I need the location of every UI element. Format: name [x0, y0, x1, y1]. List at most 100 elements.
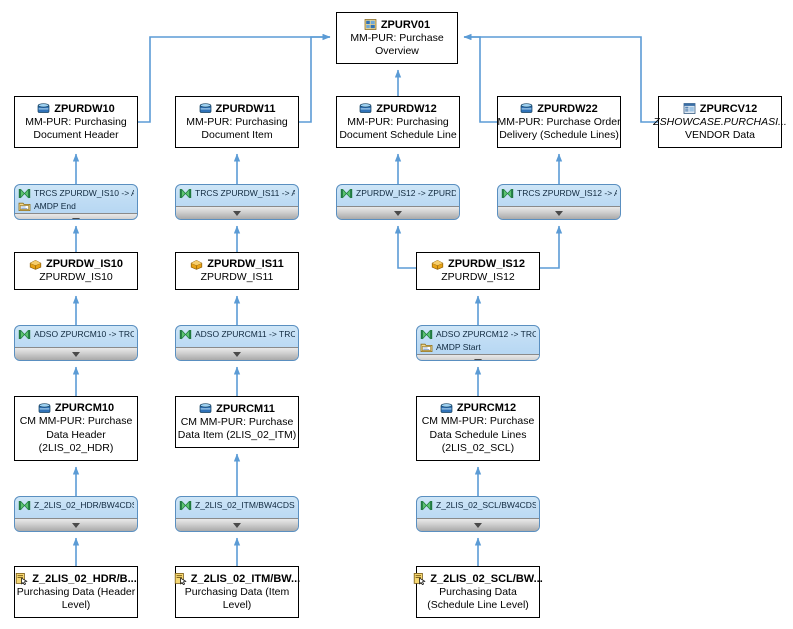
node-ds_scl[interactable]: Z_2LIS_02_SCL/BW...Purchasing Data(Sched…: [414, 566, 543, 618]
transformation-tr_is10_adso[interactable]: TRCS ZPURDW_IS10 -> ADSO... AMDP End: [14, 184, 138, 220]
transformation-expand-bar[interactable]: [15, 347, 137, 360]
node-description-line: Purchasing Data (Item: [184, 585, 290, 598]
transformation-tr_ds_scl[interactable]: Z_2LIS_02_SCL/BW4CDS -> Z...: [416, 496, 540, 532]
node-description-line: MM-PUR: Purchasing: [347, 115, 449, 128]
chevron-down-icon[interactable]: [555, 210, 563, 216]
node-description-line: MM-PUR: Purchase: [350, 31, 444, 44]
transformation-line: ZPURDW_IS12 -> ZPURDW12: [340, 187, 456, 200]
chevron-down-icon[interactable]: [72, 351, 80, 357]
node-title: ZPURCM10: [38, 401, 114, 415]
transformation-tr_cm12_trcs[interactable]: ADSO ZPURCM12 -> TRCS ZP...AMDP Start: [416, 325, 540, 361]
transformation-lines: Z_2LIS_02_HDR/BW4CDS -> Z...: [15, 497, 137, 518]
node-title: ZPURDW_IS11: [190, 257, 284, 271]
node-ds_itm[interactable]: Z_2LIS_02_ITM/BW...Purchasing Data (Item…: [174, 566, 301, 618]
transformation-tr_cm10_trcs[interactable]: ADSO ZPURCM10 -> TRCS ZP...: [14, 325, 138, 361]
transformation-tr_ds_itm[interactable]: Z_2LIS_02_ITM/BW4CDS -> Z...: [175, 496, 299, 532]
node-title-label: ZPURDW11: [215, 102, 276, 115]
node-title: ZPURDW12: [359, 102, 437, 116]
node-description-line: MM-PUR: Purchasing: [186, 115, 288, 128]
transformation-icon: [501, 187, 514, 200]
transformation-icon: [179, 187, 192, 200]
transformation-expand-bar[interactable]: [176, 206, 298, 219]
transformation-expand-bar[interactable]: [498, 206, 620, 219]
adso-icon: [38, 402, 51, 415]
chevron-down-icon[interactable]: [233, 522, 241, 528]
chevron-down-icon[interactable]: [394, 210, 402, 216]
chevron-down-icon[interactable]: [72, 217, 80, 219]
transformation-icon: [420, 499, 433, 512]
transformation-line-label: AMDP Start: [436, 342, 481, 352]
transformation-line-label: TRCS ZPURDW_IS10 -> ADSO...: [34, 188, 134, 198]
node-description-line: Level): [222, 599, 252, 611]
transformation-lines: ADSO ZPURCM10 -> TRCS ZP...: [15, 326, 137, 347]
node-title: Z_2LIS_02_HDR/B...: [15, 572, 137, 586]
transformation-line-label: AMDP End: [34, 201, 76, 211]
node-description-line: Delivery (Schedule Lines): [499, 129, 619, 141]
chevron-down-icon[interactable]: [474, 522, 482, 528]
transformation-line: ADSO ZPURCM12 -> TRCS ZP...: [420, 328, 536, 341]
node-description-line: Purchasing Data (Header: [16, 585, 136, 598]
adso-icon: [37, 102, 50, 115]
node-description-line: Overview: [375, 45, 419, 57]
transformation-icon: [18, 328, 31, 341]
chevron-down-icon[interactable]: [474, 358, 482, 360]
node-ds_hdr[interactable]: Z_2LIS_02_HDR/B...Purchasing Data (Heade…: [14, 566, 138, 618]
transformation-tr_cm11_trcs[interactable]: ADSO ZPURCM11 -> TRCS ZP...: [175, 325, 299, 361]
node-description-line: MM-PUR: Purchase Order: [497, 115, 621, 128]
node-description-line: Data Header: [46, 428, 106, 441]
chevron-down-icon[interactable]: [72, 522, 80, 528]
transformation-line-label: TRCS ZPURDW_IS11 -> ADSO...: [195, 188, 295, 198]
transformation-icon: [179, 328, 192, 341]
node-title-label: Z_2LIS_02_SCL/BW...: [430, 572, 543, 585]
transformation-tr_is11_adso[interactable]: TRCS ZPURDW_IS11 -> ADSO...: [175, 184, 299, 220]
transformation-icon: [340, 187, 353, 200]
transformation-line: AMDP Start: [420, 341, 536, 354]
node-description-line: (Schedule Line Level): [427, 599, 529, 611]
transformation-expand-bar[interactable]: [176, 518, 298, 531]
node-description-line: ZPURDW_IS12: [441, 271, 515, 284]
node-title-label: ZPURDW10: [54, 102, 115, 115]
transformation-expand-bar[interactable]: [337, 206, 459, 219]
node-title-label: Z_2LIS_02_HDR/B...: [32, 572, 137, 585]
transformation-tr_is12_dw12[interactable]: ZPURDW_IS12 -> ZPURDW12: [336, 184, 460, 220]
node-description-line: (2LIS_02_HDR): [38, 442, 114, 455]
transformation-line-label: ADSO ZPURCM10 -> TRCS ZP...: [34, 329, 134, 339]
datasource-icon: [174, 572, 187, 585]
chevron-down-icon[interactable]: [233, 351, 241, 357]
node-description-line: CM MM-PUR: Purchase: [19, 415, 133, 428]
transformation-expand-bar[interactable]: [15, 213, 137, 219]
transformation-expand-bar[interactable]: [15, 518, 137, 531]
adso-icon: [199, 402, 212, 415]
transformation-icon: [18, 499, 31, 512]
adso-icon: [440, 402, 453, 415]
transformation-line: ADSO ZPURCM10 -> TRCS ZP...: [18, 328, 134, 341]
transformation-expand-bar[interactable]: [176, 347, 298, 360]
transformation-tr_ds_hdr[interactable]: Z_2LIS_02_HDR/BW4CDS -> Z...: [14, 496, 138, 532]
transformation-line: TRCS ZPURDW_IS10 -> ADSO...: [18, 187, 134, 200]
node-title-label: ZPURCM10: [54, 402, 115, 415]
infosource-icon: [431, 258, 444, 271]
node-title: ZPURDW_IS10: [29, 257, 123, 271]
chevron-down-icon[interactable]: [233, 210, 241, 216]
transformation-tr_is12_adso[interactable]: TRCS ZPURDW_IS12 -> ADSO...: [497, 184, 621, 220]
transformation-expand-bar[interactable]: [417, 518, 539, 531]
node-title-label: ZPURCM12: [456, 402, 517, 415]
transformation-expand-bar[interactable]: [417, 354, 539, 360]
node-title-label: Z_2LIS_02_ITM/BW...: [190, 572, 301, 585]
node-description-line: ZSHOWCASE.PURCHASI...: [653, 115, 787, 128]
transformation-lines: ADSO ZPURCM11 -> TRCS ZP...: [176, 326, 298, 347]
node-title-label: ZPURDW_IS10: [45, 258, 124, 271]
node-description-line: Level): [61, 599, 91, 611]
